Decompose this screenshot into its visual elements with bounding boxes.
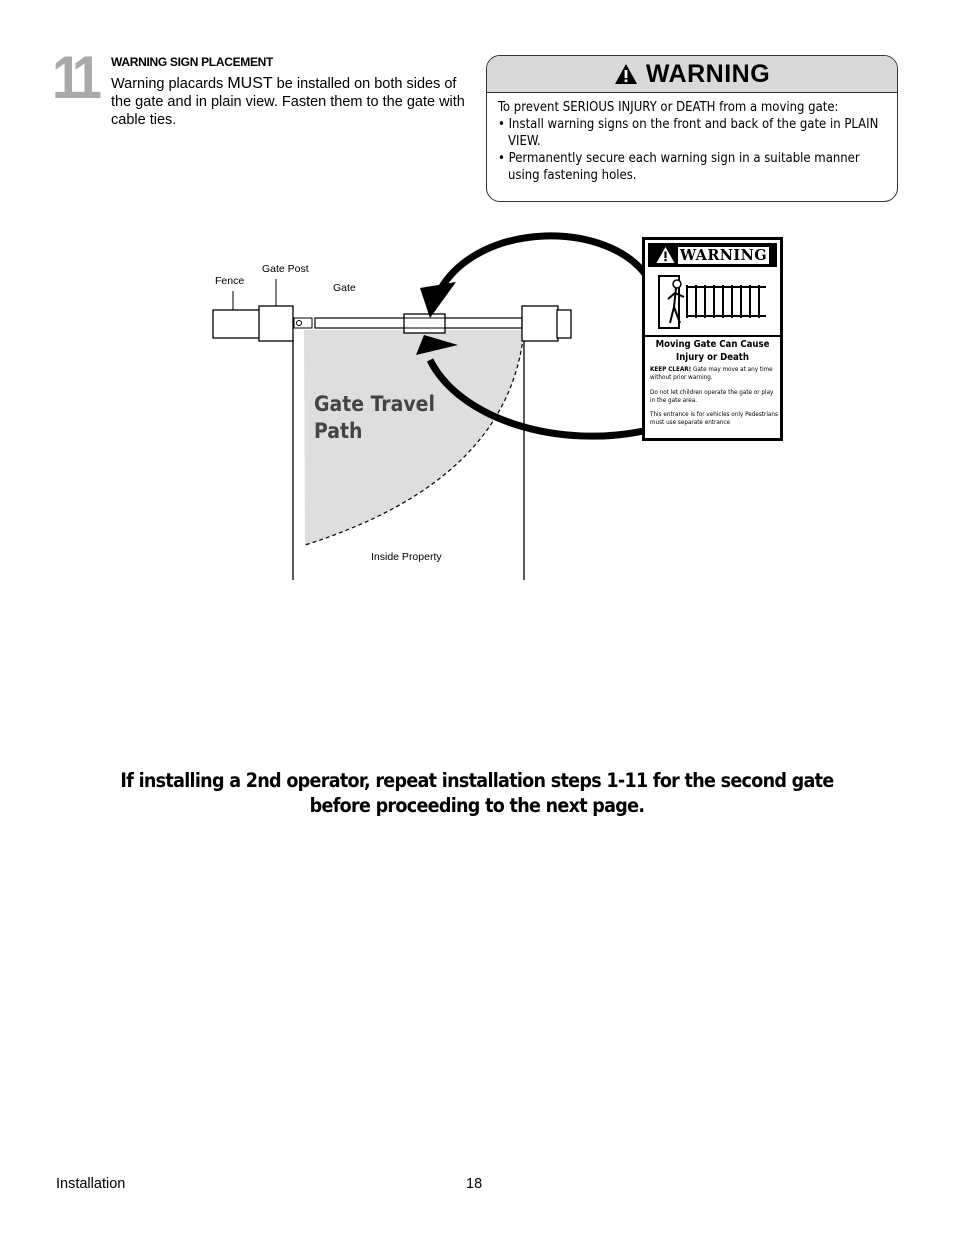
gate-sign-mount xyxy=(403,313,446,334)
instructions-part-2: be installed on both sides of the gate a… xyxy=(111,76,465,128)
step-heading: WARNING SIGN PLACEMENT xyxy=(111,55,274,69)
gate-post-label: Gate Post xyxy=(262,263,309,275)
sign-keep-clear-text: Gate may move at any time without prior … xyxy=(650,366,773,381)
sign-divider xyxy=(645,335,780,337)
sign-header: WARNING xyxy=(648,243,777,267)
warning-box: WARNING To prevent SERIOUS INJURY or DEA… xyxy=(486,55,898,202)
warning-intro: To prevent SERIOUS INJURY or DEATH from … xyxy=(498,100,839,115)
warning-box-header: WARNING xyxy=(487,56,897,93)
step-number: 11 xyxy=(52,44,102,111)
gate-travel-path-label: Gate Travel Path xyxy=(314,392,435,443)
fence-left xyxy=(212,309,261,339)
step-instructions: Warning placards MUST be installed on bo… xyxy=(111,75,471,129)
gate-hinge xyxy=(293,317,313,329)
instructions-must: MUST xyxy=(227,75,273,92)
warning-box-body: To prevent SERIOUS INJURY or DEATH from … xyxy=(487,93,897,184)
instructions-part-1: Warning placards xyxy=(111,76,228,92)
sign-vehicles-text: This entrance is for vehicles only Pedes… xyxy=(650,411,778,426)
gate-label: Gate xyxy=(333,282,356,294)
upper-curved-arrow xyxy=(436,232,651,292)
inside-property-label: Inside Property xyxy=(371,551,442,563)
warning-bullet: • Install warning signs on the front and… xyxy=(498,117,879,149)
lower-curved-arrow xyxy=(426,358,649,440)
warning-box-title: WARNING xyxy=(645,59,771,88)
gate-post-right xyxy=(521,305,559,342)
fence-right xyxy=(556,309,572,339)
sign-header-text: WARNING xyxy=(677,246,770,264)
person-crushed-by-gate-icon xyxy=(656,273,768,331)
second-operator-note: If installing a 2nd operator, repeat ins… xyxy=(120,769,834,817)
sign-children-text: Do not let children operate the gate or … xyxy=(650,389,774,404)
warning-triangle-icon xyxy=(656,247,675,263)
page-number: 18 xyxy=(466,1176,483,1192)
warning-bullet: • Permanently secure each warning sign i… xyxy=(498,151,860,183)
fence-label: Fence xyxy=(215,275,245,287)
footer-section: Installation xyxy=(56,1176,126,1192)
sign-title: Moving Gate Can Cause Injury or Death xyxy=(655,339,770,363)
gate-post-left xyxy=(258,305,294,342)
sign-keep-clear-bold: KEEP CLEAR! xyxy=(650,366,692,373)
gate-travel-arc xyxy=(304,329,525,546)
gate-diagram xyxy=(212,232,651,580)
warning-sign-placard: WARNING Moving Gate Can Cause Injury or … xyxy=(642,237,783,441)
warning-triangle-icon xyxy=(614,64,637,84)
gate-travel-area xyxy=(304,330,524,545)
sign-keep-clear: KEEP CLEAR! Gate may move at any time wi… xyxy=(650,366,778,382)
